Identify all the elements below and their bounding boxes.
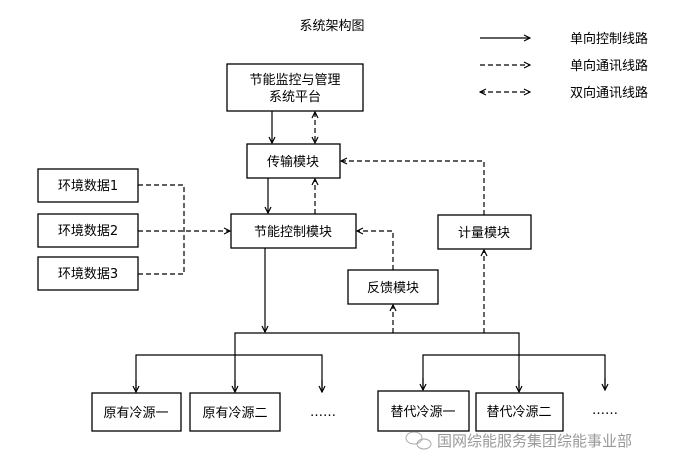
- node-label: 原有冷源一: [103, 406, 168, 421]
- node-label: 环境数据3: [58, 267, 118, 282]
- node-env2: 环境数据2: [37, 213, 139, 248]
- legend-item-bidirectional: 双向通讯线路: [480, 85, 648, 101]
- node-alternative-source-1: 替代冷源一: [377, 390, 470, 432]
- node-label: 环境数据1: [58, 179, 118, 194]
- alternative-sources-branch: [422, 354, 606, 390]
- main-distribution-bus: [234, 332, 520, 388]
- original-sources-branch: [135, 354, 323, 392]
- node-label: 替代冷源二: [486, 405, 551, 420]
- node-metering: 计量模块: [437, 214, 532, 250]
- diagram-title: 系统架构图: [299, 19, 364, 34]
- node-label: 传输模块: [267, 154, 319, 170]
- node-platform: 节能监控与管理 系统平台: [226, 63, 364, 112]
- node-original-source-2: 原有冷源二: [189, 392, 281, 432]
- node-feedback: 反馈模块: [347, 269, 439, 305]
- original-sources-ellipsis: ……: [310, 405, 336, 420]
- edge-env-bus: [138, 184, 185, 275]
- node-alternative-source-2: 替代冷源二: [475, 392, 564, 432]
- node-env1: 环境数据1: [37, 168, 139, 203]
- edges: [136, 111, 605, 392]
- node-control: 节能控制模块: [230, 213, 357, 249]
- node-label: 环境数据2: [58, 224, 118, 239]
- legend-label: 单向通讯线路: [570, 58, 648, 74]
- node-env3: 环境数据3: [37, 256, 139, 291]
- edge-feedback-to-control: [357, 231, 394, 270]
- node-label: 原有冷源二: [202, 406, 267, 421]
- node-label: 系统平台: [269, 90, 321, 105]
- watermark-text: 国网综能服务集团综能事业部: [437, 432, 632, 450]
- node-label: 反馈模块: [367, 281, 419, 296]
- node-label: 替代冷源一: [390, 405, 455, 420]
- wechat-icon: [405, 431, 432, 450]
- node-label: 节能控制模块: [254, 225, 332, 240]
- legend-item-dashed: 单向通讯线路: [480, 58, 648, 74]
- watermark: 国网综能服务集团综能事业部: [405, 431, 632, 450]
- alternative-sources-ellipsis: ……: [592, 403, 618, 418]
- node-label: 节能监控与管理: [249, 73, 340, 88]
- node-original-source-1: 原有冷源一: [91, 392, 182, 432]
- legend: 单向控制线路 单向通讯线路 双向通讯线路: [480, 31, 648, 101]
- legend-label: 双向通讯线路: [570, 85, 648, 101]
- legend-item-solid: 单向控制线路: [480, 31, 648, 47]
- legend-label: 单向控制线路: [570, 31, 648, 47]
- node-transmission: 传输模块: [246, 143, 341, 179]
- node-label: 计量模块: [458, 226, 510, 241]
- edge-metering-to-transmission: [341, 161, 485, 215]
